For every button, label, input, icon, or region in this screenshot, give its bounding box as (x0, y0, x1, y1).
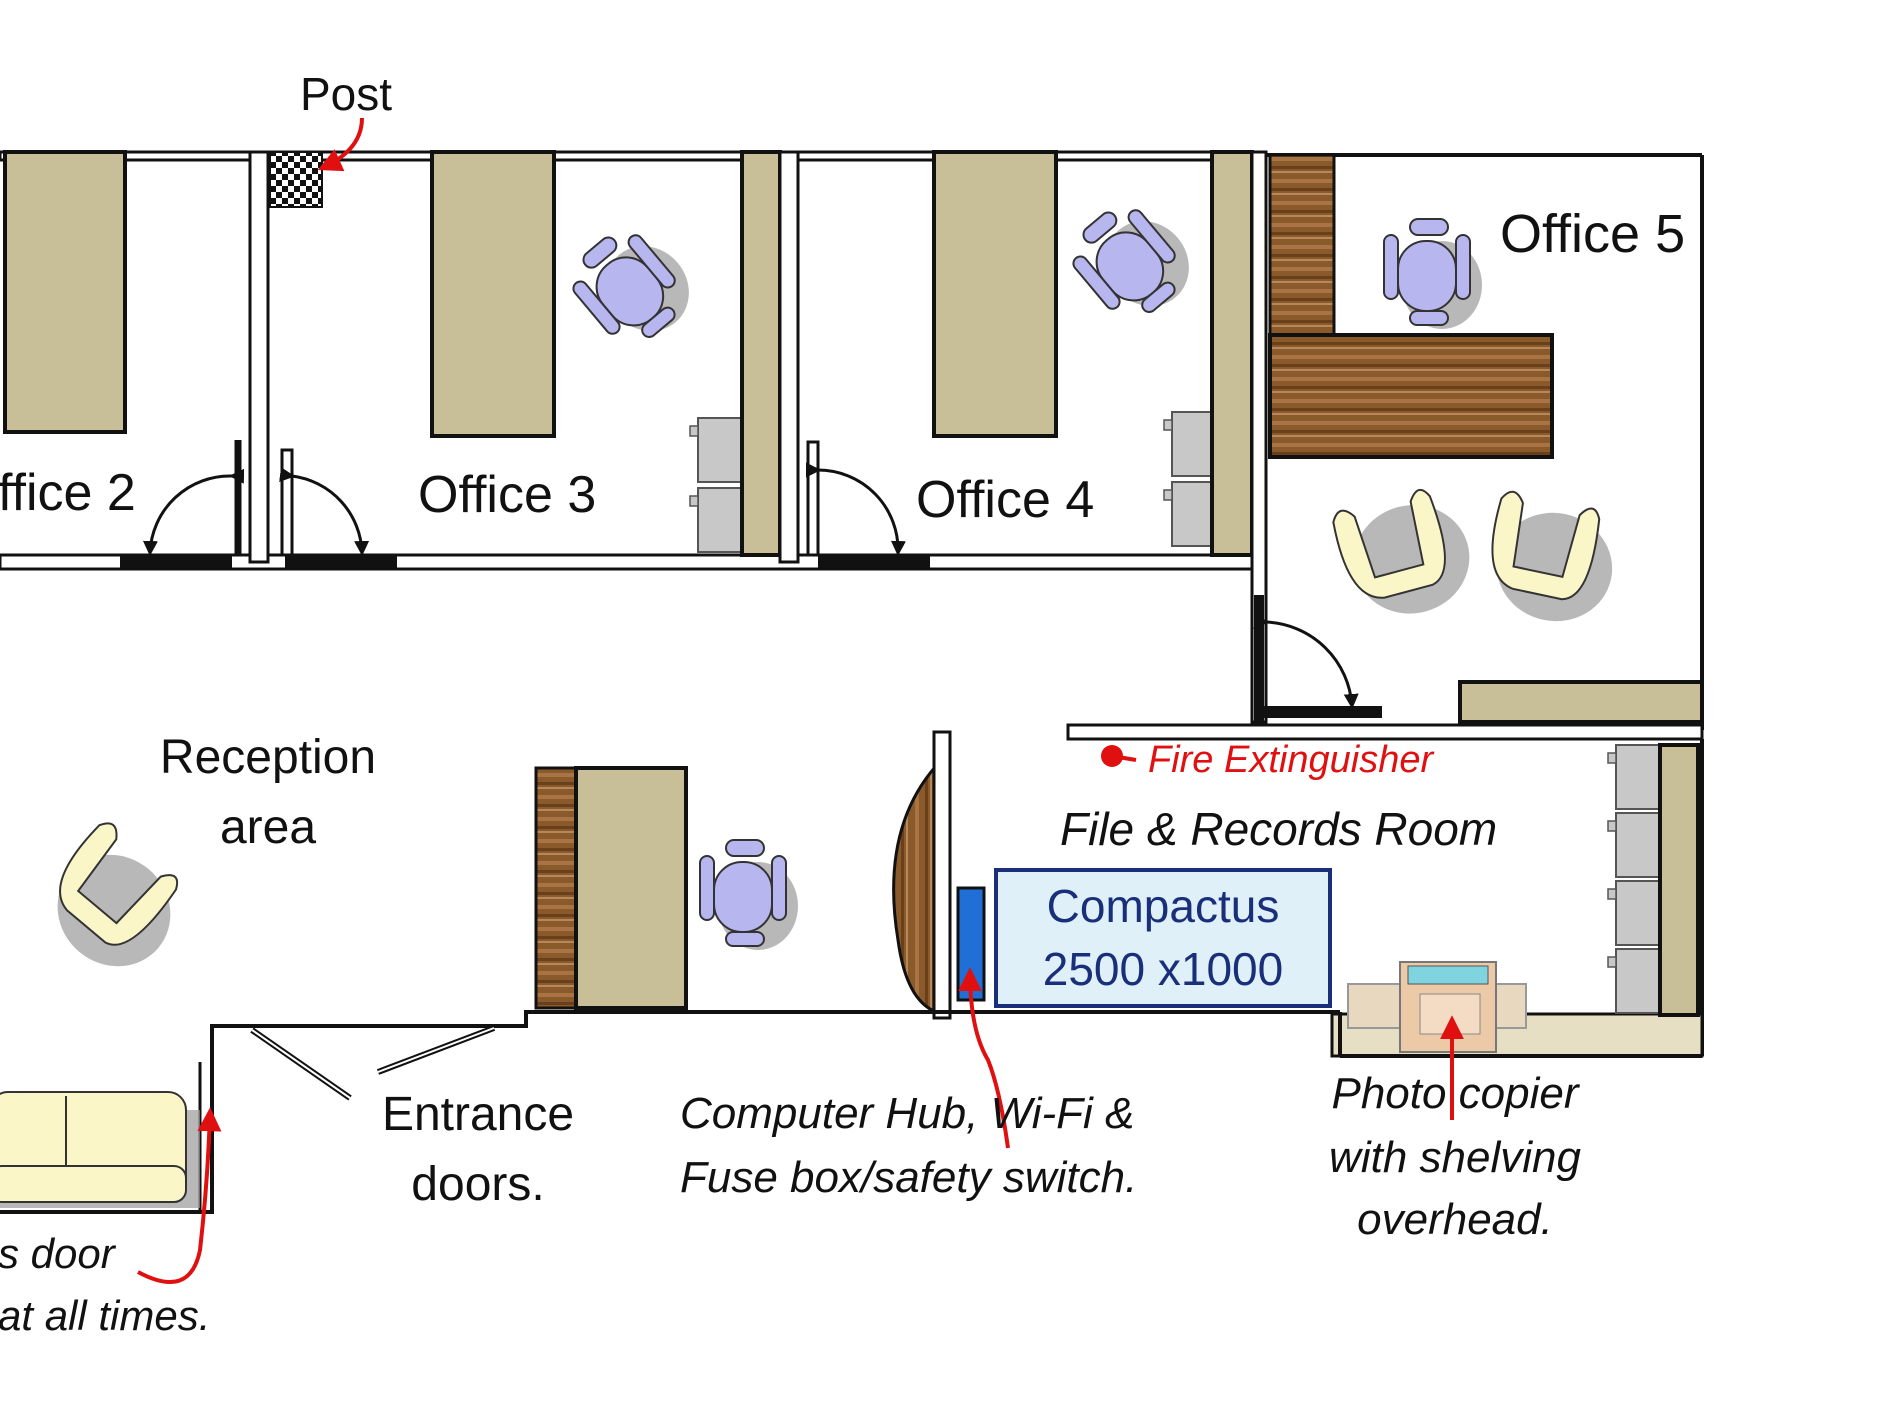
hub-cabinet (892, 762, 938, 1015)
office-3-threshold (285, 555, 397, 569)
office-5-threshold (1264, 706, 1382, 718)
copier-label-1: Photo copier (1331, 1069, 1580, 1118)
reception-label-1: Reception (160, 731, 376, 784)
compactus-label-1: Compactus (1047, 880, 1280, 932)
filing-cabinet-icon (689, 417, 743, 483)
office-3-door-leaf (280, 448, 294, 557)
office-5-label: Office 5 (1500, 204, 1685, 264)
armchair-icon (1476, 488, 1626, 633)
office-2-door-swing (142, 468, 245, 556)
top-offices: ffice 2 Post Office 3 Office 4 (0, 68, 1254, 571)
office-3-label: Office 3 (418, 466, 596, 524)
office-chair-icon (699, 839, 799, 951)
hub-wall (932, 730, 952, 1020)
south-wall (210, 1010, 1340, 1212)
armchair-icon (1329, 480, 1483, 630)
entrance-label-1: Entrance (382, 1088, 574, 1141)
door-note-2: at all times. (0, 1292, 210, 1339)
copier-label-2: with shelving (1329, 1133, 1581, 1182)
door-note-1: s door (0, 1230, 117, 1277)
hub-arrow (958, 967, 1010, 1149)
wall-office2-3 (248, 150, 270, 564)
post-label: Post (300, 68, 392, 120)
office-4-door-leaf (806, 440, 820, 557)
records-north-wall (1066, 723, 1704, 741)
hub-label-1: Computer Hub, Wi-Fi & (680, 1089, 1134, 1138)
office-5-door-leaf (1254, 595, 1264, 723)
office-5-door-swing (1253, 613, 1359, 709)
entrance-label-2: doors. (411, 1158, 544, 1211)
office-5-shelf (1458, 680, 1704, 724)
reception-desk-end (534, 766, 578, 1010)
side-door-arrow (137, 1107, 222, 1284)
armchair-icon (27, 816, 202, 991)
mail-post-icon (269, 151, 323, 208)
office-2-desk (3, 150, 127, 434)
filing-cabinet-icon (1163, 411, 1217, 477)
sofa-icon (0, 1091, 200, 1208)
compactus (994, 868, 1332, 1008)
office-5-desk-return (1268, 153, 1336, 337)
compactus-label-2: 2500 x1000 (1043, 943, 1283, 995)
filing-cabinet-icon (689, 487, 743, 553)
office-chair-icon (1059, 186, 1208, 336)
file-records-label: File & Records Room (1060, 803, 1497, 855)
office-4-threshold (818, 555, 930, 569)
office-4-desk (932, 150, 1058, 438)
reception-area: Reception area Entrance doors. (0, 730, 1702, 1339)
filing-cabinet-stack (1607, 743, 1700, 1017)
office-3-desk (430, 150, 556, 438)
wall-office3-4 (778, 150, 800, 564)
office-4-shelf (1210, 150, 1254, 557)
office-2-threshold (120, 555, 232, 569)
office-2-label: ffice 2 (0, 464, 136, 522)
hub-label-2: Fuse box/safety switch. (680, 1153, 1137, 1202)
fire-extinguisher-label: Fire Extinguisher (1148, 739, 1434, 781)
office-chair-icon (1383, 218, 1483, 330)
copier-label-3: overhead. (1357, 1195, 1553, 1244)
office-4-label: Office 4 (916, 471, 1094, 529)
filing-cabinet-icon (1163, 481, 1217, 547)
office-3-shelf (740, 150, 782, 557)
office-5: Office 5 (1250, 150, 1704, 730)
office-chair-icon (559, 211, 708, 361)
reception-desk (574, 766, 688, 1010)
post-arrow (317, 117, 364, 172)
office-5-desk (1268, 333, 1554, 459)
office-3-door-swing (279, 467, 370, 556)
north-wall (0, 150, 1254, 162)
office-4-door-swing (805, 462, 906, 556)
reception-label-2: area (220, 801, 316, 854)
file-records-room: Fire Extinguisher File & Records Room Co… (994, 723, 1704, 1058)
photocopier-icon (1347, 961, 1527, 1053)
